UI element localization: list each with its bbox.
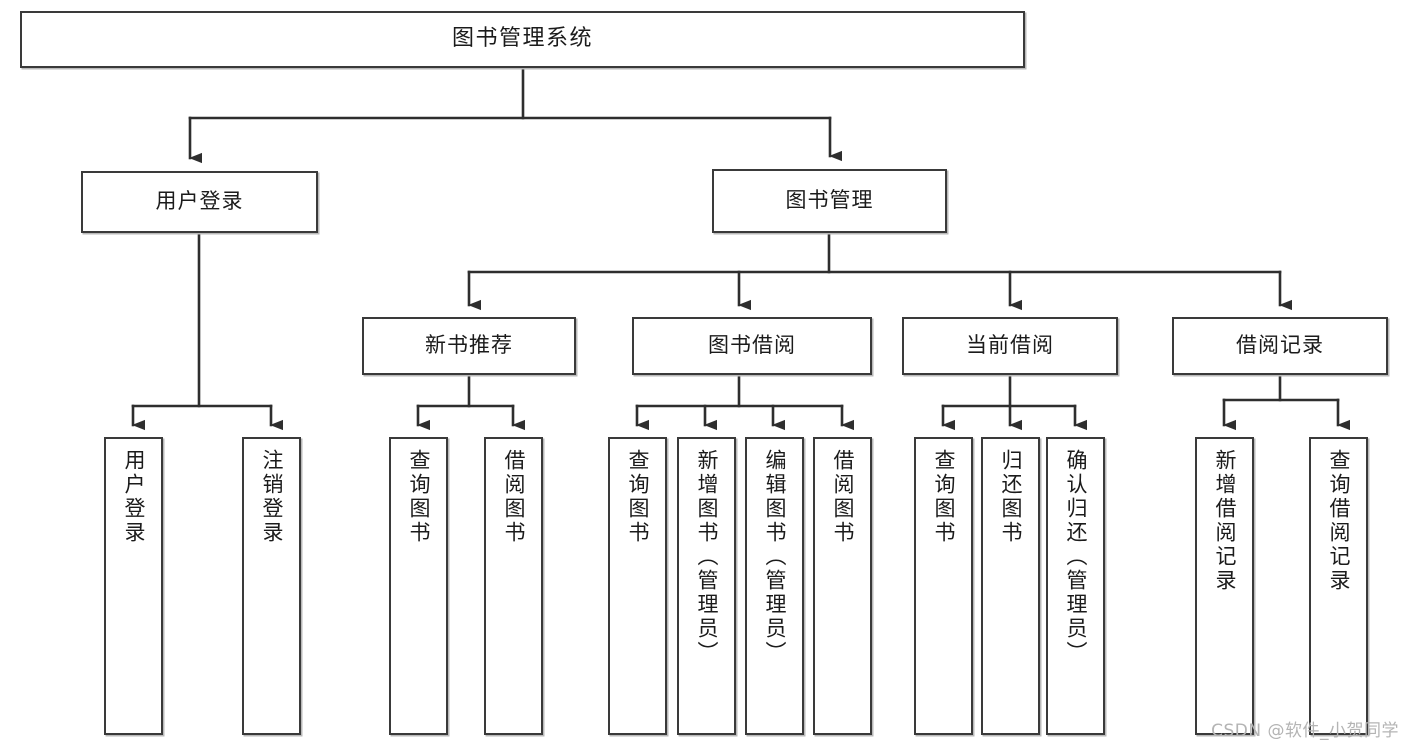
node-label: 图书借阅 [708, 333, 796, 358]
node-label: 注销登录 [260, 449, 284, 545]
leaf-query-book-borrow[interactable]: 查询图书 [608, 437, 667, 735]
node-book-borrow[interactable]: 图书借阅 [632, 317, 872, 375]
node-book-management[interactable]: 图书管理 [712, 169, 947, 233]
node-label: 确认归还（管理员） [1064, 449, 1088, 665]
leaf-add-borrow-record[interactable]: 新增借阅记录 [1195, 437, 1254, 735]
leaf-return-book[interactable]: 归还图书 [981, 437, 1040, 735]
node-label: 借阅图书 [502, 449, 526, 545]
node-user-login[interactable]: 用户登录 [81, 171, 318, 233]
node-label: 当前借阅 [966, 333, 1054, 358]
leaf-query-book-current[interactable]: 查询图书 [914, 437, 973, 735]
node-label: 查询图书 [932, 449, 956, 545]
node-new-book-recommend[interactable]: 新书推荐 [362, 317, 576, 375]
csdn-watermark: CSDN @软件_小贺同学 [1211, 721, 1399, 741]
node-label: 用户登录 [155, 189, 244, 214]
leaf-edit-book[interactable]: 编辑图书（管理员） [745, 437, 804, 735]
node-label: 新书推荐 [425, 333, 513, 358]
node-label: 查询图书 [626, 449, 650, 545]
leaf-user-login[interactable]: 用户登录 [104, 437, 163, 735]
node-label: 图书管理 [785, 188, 874, 213]
leaf-add-book[interactable]: 新增图书（管理员） [677, 437, 736, 735]
node-label: 查询图书 [407, 449, 431, 545]
node-label: 图书管理系统 [451, 26, 593, 52]
node-label: 查询借阅记录 [1327, 449, 1351, 593]
leaf-borrow-book-borrow[interactable]: 借阅图书 [813, 437, 872, 735]
node-label: 编辑图书（管理员） [763, 449, 787, 665]
node-label: 借阅图书 [831, 449, 855, 545]
node-label: 新增图书（管理员） [695, 449, 719, 665]
leaf-borrow-book-new-recommend[interactable]: 借阅图书 [484, 437, 543, 735]
leaf-query-book-new-recommend[interactable]: 查询图书 [389, 437, 448, 735]
node-label: 用户登录 [122, 449, 146, 545]
leaf-confirm-return[interactable]: 确认归还（管理员） [1046, 437, 1105, 735]
node-current-borrow[interactable]: 当前借阅 [902, 317, 1118, 375]
node-label: 新增借阅记录 [1213, 449, 1237, 593]
node-root-book-management-system[interactable]: 图书管理系统 [20, 11, 1025, 68]
node-label: 归还图书 [999, 449, 1023, 545]
node-label: 借阅记录 [1236, 333, 1324, 358]
leaf-query-borrow-record[interactable]: 查询借阅记录 [1309, 437, 1368, 735]
leaf-logout-login[interactable]: 注销登录 [242, 437, 301, 735]
node-borrow-record[interactable]: 借阅记录 [1172, 317, 1388, 375]
